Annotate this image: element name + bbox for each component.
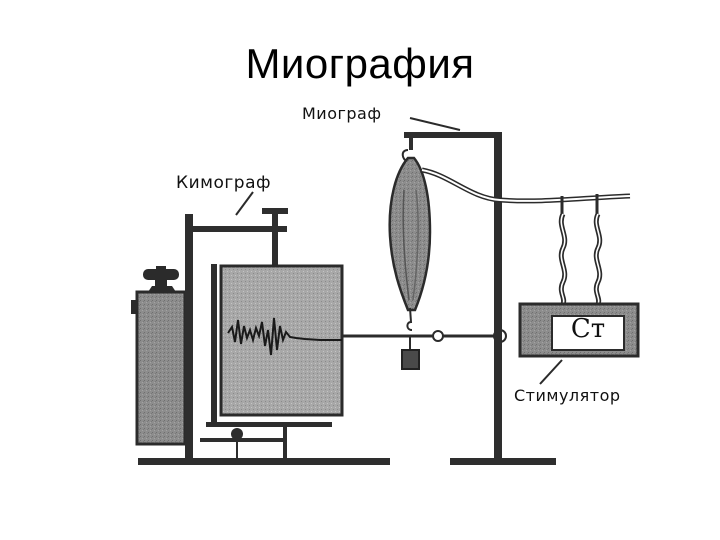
load-weight xyxy=(401,336,420,370)
valve-knob-icon xyxy=(143,266,179,280)
myogram-trace xyxy=(227,317,342,356)
kymograph-drum xyxy=(219,264,344,417)
slide-title: Миография xyxy=(245,40,475,87)
electrodes xyxy=(558,194,603,306)
label-myograph: Миограф xyxy=(302,104,382,123)
label-pointers xyxy=(235,117,563,385)
label-kymograph: Кимограф xyxy=(176,173,272,193)
base-rails xyxy=(138,458,556,465)
muscle-preparation xyxy=(388,149,432,331)
kymograph-frame xyxy=(185,208,332,462)
stimulator-box-label: Ст xyxy=(570,314,606,344)
stimulator-box xyxy=(518,302,640,358)
myograph-stand xyxy=(404,132,502,462)
kymograph-motor xyxy=(131,266,187,446)
label-stimulator: Стимулятор xyxy=(514,386,621,405)
nerve xyxy=(421,167,631,204)
writing-lever xyxy=(342,329,507,343)
